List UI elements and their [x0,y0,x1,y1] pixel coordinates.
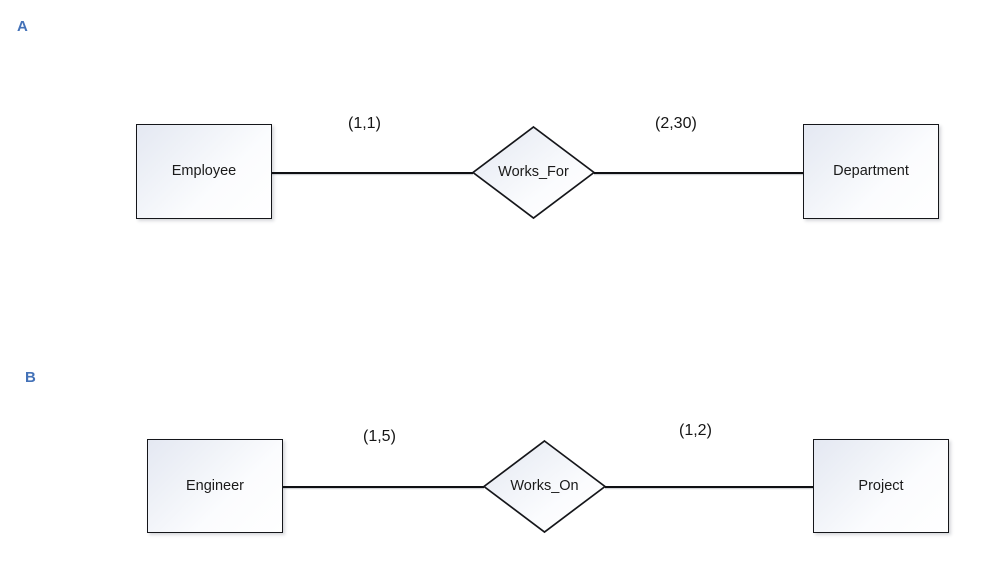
entity-department-label: Department [833,163,909,180]
entity-department[interactable]: Department [803,124,939,219]
cardinality-employee-works-for: (1,1) [348,115,381,132]
cardinality-engineer-works-on: (1,5) [363,428,396,445]
entity-employee[interactable]: Employee [136,124,272,219]
connector-engineer-works-on [283,486,484,488]
relationship-works-for[interactable]: Works_For [471,125,596,220]
section-label-b: B [25,369,36,386]
entity-engineer-label: Engineer [185,477,245,494]
entity-project-label: Project [858,477,904,494]
diamond-shape-icon [482,439,607,534]
diamond-shape-icon [471,125,596,220]
connector-works-for-department [594,172,804,174]
entity-project[interactable]: Project [813,439,949,533]
cardinality-works-on-project: (1,2) [679,422,712,439]
cardinality-works-for-department: (2,30) [655,115,697,132]
relationship-works-on[interactable]: Works_On [482,439,607,534]
section-label-a: A [17,18,28,35]
entity-employee-label: Employee [171,163,237,180]
connector-works-on-project [605,486,814,488]
connector-employee-works-for [272,172,473,174]
entity-engineer[interactable]: Engineer [147,439,283,533]
